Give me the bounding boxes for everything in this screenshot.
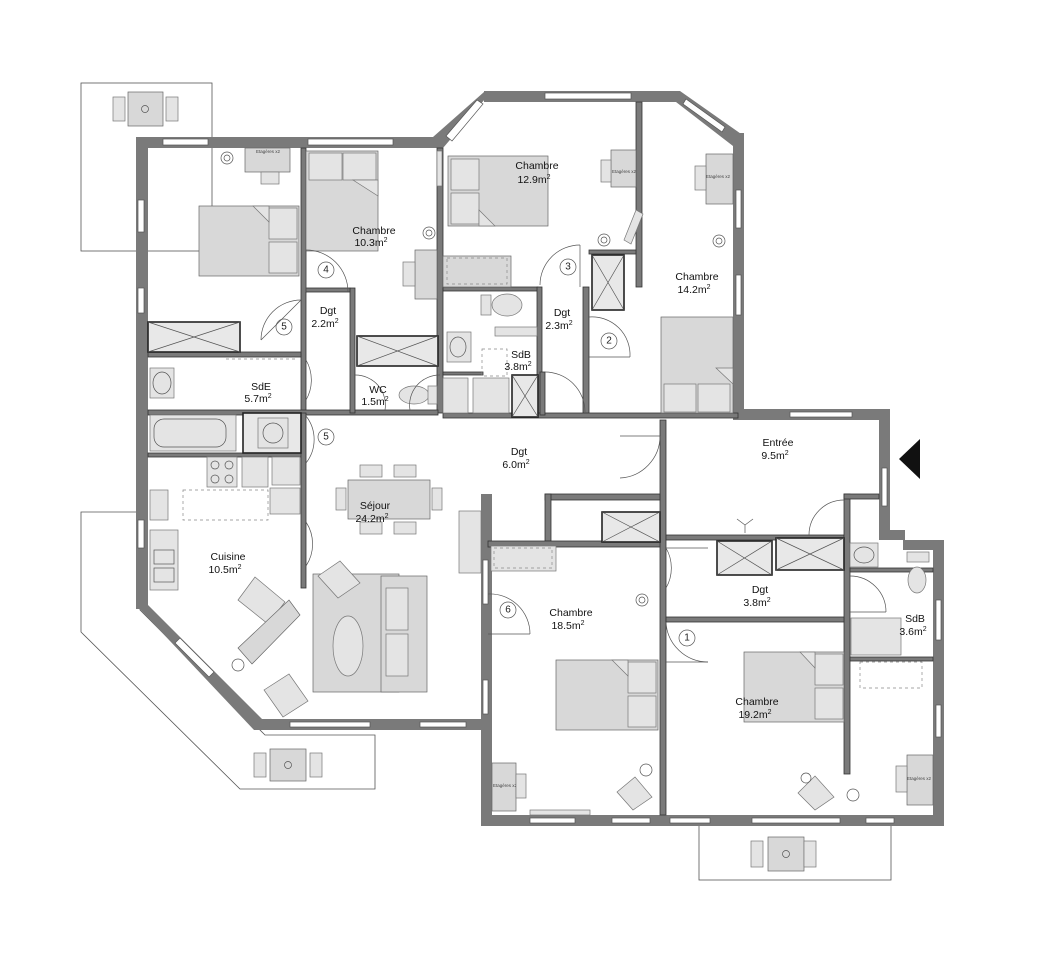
svg-text:3.8m2: 3.8m2 bbox=[743, 597, 770, 609]
door-number-text: 6 bbox=[505, 605, 511, 616]
bed-chambre-14: Etagères x2 bbox=[660, 153, 734, 414]
svg-text:24.2m2: 24.2m2 bbox=[355, 513, 388, 525]
svg-text:Chambre: Chambre bbox=[549, 607, 592, 619]
room-labels: Chambre 10.3m2 Chambre 12.9m2 Chambre 14… bbox=[208, 160, 926, 721]
svg-text:Séjour: Séjour bbox=[360, 500, 391, 512]
door-number-text: 2 bbox=[606, 336, 612, 347]
entrance-arrow-icon bbox=[899, 439, 920, 479]
room-label-dgt-6: Dgt 6.0m2 bbox=[502, 446, 529, 471]
room-label-chambre-18: Chambre 18.5m2 bbox=[549, 607, 592, 632]
room-label-entree: Entrée 9.5m2 bbox=[761, 437, 793, 462]
svg-text:Dgt: Dgt bbox=[511, 446, 527, 458]
svg-text:5.7m2: 5.7m2 bbox=[244, 393, 271, 405]
room-label-sejour: Séjour 24.2m2 bbox=[355, 500, 390, 525]
door-number-text: 5 bbox=[323, 432, 329, 443]
svg-text:Chambre: Chambre bbox=[352, 225, 395, 237]
door-number-3: 5 bbox=[317, 428, 335, 446]
svg-text:Etagères x2: Etagères x2 bbox=[256, 149, 281, 154]
doors bbox=[260, 244, 887, 663]
bed-top-left bbox=[198, 205, 300, 277]
door-number-4: 3 bbox=[559, 258, 577, 276]
svg-text:12.9m2: 12.9m2 bbox=[517, 174, 550, 186]
door-number-6: 6 bbox=[499, 601, 517, 619]
svg-text:Etagères x2: Etagères x2 bbox=[612, 169, 637, 174]
svg-text:9.5m2: 9.5m2 bbox=[761, 450, 788, 462]
door-number-text: 5 bbox=[281, 322, 287, 333]
room-label-chambre-14: Chambre 14.2m2 bbox=[675, 271, 718, 296]
door-number-markers: 4 5 5 3 2 6 1 bbox=[275, 258, 696, 647]
door-number-text: 4 bbox=[323, 265, 329, 276]
kitchen-fixtures bbox=[149, 456, 301, 672]
svg-text:Etagères x2: Etagères x2 bbox=[493, 783, 518, 788]
bathroom-a-fixtures bbox=[446, 293, 538, 414]
svg-text:SdB: SdB bbox=[905, 613, 925, 625]
door-number-7: 1 bbox=[678, 629, 696, 647]
living-room-furniture bbox=[263, 464, 482, 718]
bed-chambre-12: Etagères x2 bbox=[442, 149, 644, 288]
svg-text:10.3m2: 10.3m2 bbox=[354, 237, 387, 249]
svg-text:2.2m2: 2.2m2 bbox=[311, 318, 338, 330]
windows bbox=[137, 92, 942, 824]
svg-text:10.5m2: 10.5m2 bbox=[208, 564, 241, 576]
svg-text:19.2m2: 19.2m2 bbox=[738, 709, 771, 721]
door-number-5: 2 bbox=[600, 332, 618, 350]
svg-text:Dgt: Dgt bbox=[752, 584, 768, 596]
svg-text:Chambre: Chambre bbox=[515, 160, 558, 172]
svg-text:2.3m2: 2.3m2 bbox=[545, 320, 572, 332]
bed-chambre-18: Etagères x2 bbox=[490, 545, 659, 816]
closets bbox=[147, 254, 845, 576]
svg-text:18.5m2: 18.5m2 bbox=[551, 620, 584, 632]
room-label-dgt-23: Dgt 2.3m2 bbox=[545, 307, 572, 332]
room-label-wc: WC 1.5m2 bbox=[361, 384, 388, 408]
svg-text:Entrée: Entrée bbox=[763, 437, 794, 449]
svg-text:1.5m2: 1.5m2 bbox=[361, 396, 388, 408]
svg-text:Dgt: Dgt bbox=[554, 307, 570, 319]
svg-text:3.6m2: 3.6m2 bbox=[899, 626, 926, 638]
door-number-1: 4 bbox=[317, 261, 335, 279]
door-number-2: 5 bbox=[275, 318, 293, 336]
svg-text:6.0m2: 6.0m2 bbox=[502, 459, 529, 471]
svg-text:SdB: SdB bbox=[511, 349, 531, 361]
svg-text:SdE: SdE bbox=[251, 381, 271, 393]
desk-top-left: Etagères x2 bbox=[220, 147, 291, 185]
svg-text:Dgt: Dgt bbox=[320, 305, 336, 317]
interior-walls bbox=[147, 101, 934, 816]
terrace-table-bottom-right bbox=[750, 836, 817, 872]
terrace-table-bottom-left bbox=[253, 748, 323, 782]
bathroom-b-fixtures bbox=[849, 542, 930, 689]
room-label-dgt-2: Dgt 2.2m2 bbox=[311, 305, 338, 330]
svg-text:Etagères x2: Etagères x2 bbox=[706, 174, 731, 179]
room-label-chambre-12: Chambre 12.9m2 bbox=[515, 160, 558, 186]
room-label-sdb-a: SdB 3.8m2 bbox=[504, 349, 531, 373]
bed-chambre-19: Etagères x2 bbox=[743, 651, 934, 811]
shower-room-fixtures bbox=[149, 358, 302, 454]
svg-text:Chambre: Chambre bbox=[735, 696, 778, 708]
room-label-dgt-38: Dgt 3.8m2 bbox=[743, 584, 770, 609]
svg-text:14.2m2: 14.2m2 bbox=[677, 284, 710, 296]
terrace-table-top bbox=[112, 91, 179, 127]
room-label-sdb-b: SdB 3.6m2 bbox=[899, 613, 926, 638]
svg-text:Etagères x2: Etagères x2 bbox=[907, 776, 932, 781]
svg-text:3.8m2: 3.8m2 bbox=[504, 361, 531, 373]
bed-chambre-10 bbox=[305, 150, 443, 300]
wc-fixtures bbox=[398, 377, 469, 414]
door-number-text: 3 bbox=[565, 262, 571, 273]
room-label-cuisine: Cuisine 10.5m2 bbox=[208, 551, 245, 576]
svg-text:Chambre: Chambre bbox=[675, 271, 718, 283]
room-label-chambre-19: Chambre 19.2m2 bbox=[735, 696, 778, 721]
door-number-text: 1 bbox=[684, 633, 690, 644]
entry-fixtures bbox=[736, 439, 920, 533]
room-label-sde: SdE 5.7m2 bbox=[244, 381, 271, 405]
room-label-chambre-10: Chambre 10.3m2 bbox=[352, 225, 395, 249]
svg-text:Cuisine: Cuisine bbox=[210, 551, 245, 563]
svg-text:WC: WC bbox=[369, 384, 387, 396]
